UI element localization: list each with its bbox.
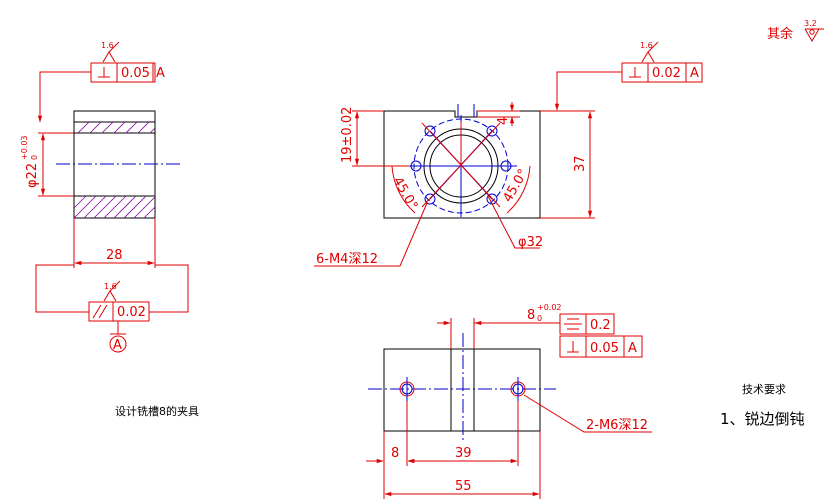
- surface-note-label: 其余: [767, 26, 793, 42]
- left-dia-dim: φ22 +0.03 0: [20, 132, 74, 197]
- front-bore-value: φ32: [518, 235, 543, 250]
- left-width-value: 28: [106, 248, 123, 263]
- front-total-height-value: 37: [573, 155, 588, 172]
- datum-label: A: [113, 338, 122, 353]
- bottom-dim-left: 8: [391, 446, 399, 461]
- left-hatch-top: [77, 121, 156, 134]
- bottom-dims: 8 39 55: [366, 401, 541, 499]
- left-perp-datum: A: [156, 66, 165, 81]
- front-slot-value: 4: [496, 117, 511, 125]
- left-dia-lower: 0: [30, 155, 39, 160]
- front-perp-leader: [554, 71, 622, 111]
- left-perp-leader: [37, 71, 91, 123]
- tapped-hole: [424, 125, 436, 137]
- bottom-slot-dim: 8 +0.02 0: [437, 303, 562, 349]
- bottom-body-outline: [383, 348, 541, 432]
- bottom-slot-lower: 0: [537, 314, 542, 323]
- drawing-title: 设计铣槽8的夹具: [115, 404, 199, 418]
- front-angle-left: 45.0°: [390, 175, 421, 213]
- bottom-sym-tol: 0.2: [590, 318, 611, 333]
- left-width-dim: 28: [73, 218, 156, 268]
- left-dia-base: φ22: [25, 163, 40, 188]
- left-par-leader-right: [149, 264, 189, 313]
- bottom-dim-total: 55: [455, 479, 472, 494]
- front-perp-datum: A: [690, 66, 699, 81]
- perpendicular-icon: [567, 341, 579, 353]
- bottom-perp-datum: A: [628, 341, 637, 356]
- tapped-hole: [424, 193, 436, 205]
- symmetry-icon: [564, 318, 582, 330]
- left-par-tol: 0.02: [117, 305, 146, 320]
- tech-requirements-header: 技术要求: [742, 383, 786, 396]
- left-roughness-icon: [102, 41, 120, 63]
- bottom-sym-frame: 0.2: [559, 313, 615, 335]
- roughness-symbol-icon: [804, 28, 824, 42]
- front-thread-callout: 6-M4深12: [316, 252, 378, 267]
- perpendicular-icon: [629, 67, 641, 78]
- left-par-frame: 0.02 1.6 A: [35, 264, 189, 353]
- bottom-hole-leader: [523, 394, 652, 433]
- parallel-icon: [92, 304, 108, 319]
- front-total-height-dim: 37: [540, 110, 595, 219]
- surface-roughness-note: 其余 3.2: [767, 19, 824, 42]
- front-angle-arc-left: [391, 165, 416, 214]
- datum-circle-icon: [109, 335, 127, 353]
- tech-requirement-item: 1、锐边倒钝: [720, 410, 805, 428]
- front-angle-right: 45.0°: [500, 167, 531, 205]
- front-view: 0.02 A 1.6 19±0.02 4 37: [314, 41, 703, 267]
- left-hatch-bottom: [73, 195, 156, 219]
- front-perp-tol: 0.02: [652, 66, 681, 81]
- front-perp-frame: 0.02 A 1.6: [554, 41, 703, 111]
- front-thread-leader: [314, 202, 428, 267]
- bottom-perp-frame: 0.05 A: [559, 335, 643, 358]
- bottom-slot-upper: +0.02: [537, 303, 562, 312]
- left-view: 0.05 A 1.6 φ22 +0.03 0 28 0.02: [20, 41, 189, 353]
- left-perp-tol: 0.05: [121, 66, 150, 81]
- bottom-dim-mid: 39: [455, 446, 472, 461]
- bottom-hole-callout: 2-M6深12: [586, 418, 648, 433]
- left-par-roughness-icon: [103, 280, 121, 302]
- left-perp-frame: 0.05 A 1.6: [37, 41, 165, 123]
- bottom-view: 8 +0.02 0 0.2 0.05 A 2-M6深12: [366, 303, 652, 499]
- tapped-hole: [486, 125, 498, 137]
- front-roughness-value: 1.6: [640, 41, 653, 50]
- roughness-circle-icon: [809, 29, 815, 35]
- front-bore-leader: [487, 195, 540, 249]
- front-slot-dim: 4: [477, 102, 520, 126]
- bottom-slot-base: 8: [527, 308, 535, 323]
- left-dia-upper: +0.03: [20, 135, 29, 160]
- bottom-perp-tol: 0.05: [590, 341, 619, 356]
- front-roughness-icon: [641, 41, 659, 63]
- left-par-roughness-value: 1.6: [104, 282, 117, 291]
- front-height-dim: 19±0.02: [340, 107, 410, 167]
- left-par-leader-left: [35, 264, 89, 313]
- left-roughness-value: 1.6: [101, 41, 114, 50]
- front-angle-arc-right: [506, 165, 531, 214]
- surface-note-value: 3.2: [804, 19, 817, 28]
- perpendicular-icon: [98, 67, 110, 78]
- front-height-value: 19±0.02: [340, 107, 355, 163]
